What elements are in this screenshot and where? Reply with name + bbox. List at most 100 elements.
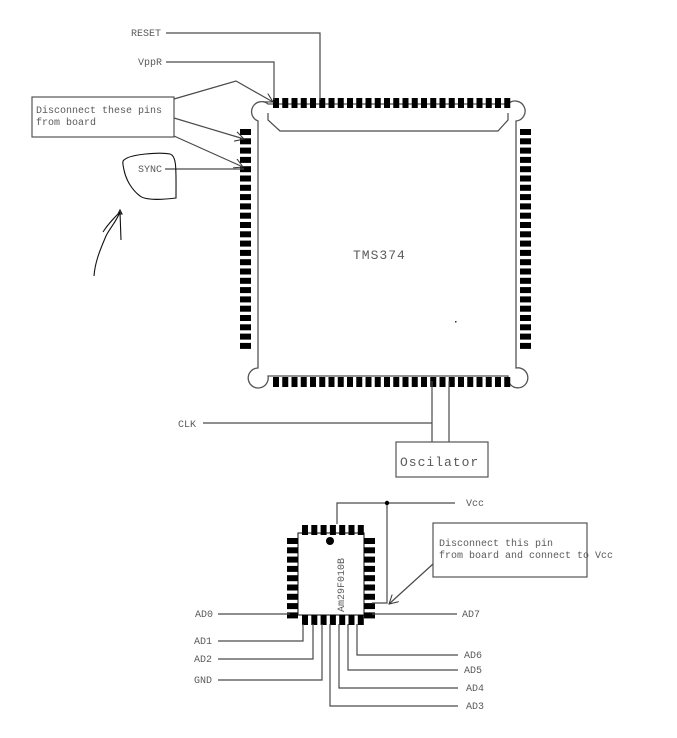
tms374-label: TMS374 [353, 248, 406, 263]
tms374-pin [520, 240, 531, 247]
tms374-pin [430, 377, 437, 387]
tms374-top-notch [267, 113, 509, 132]
tms374-pin [504, 98, 511, 108]
gnd-wire [218, 624, 323, 681]
tms374-pin [240, 287, 251, 294]
tms374-pin [240, 259, 251, 266]
tms374-pin [328, 377, 335, 387]
flash-pin [287, 575, 298, 582]
ad3-label: AD3 [466, 702, 484, 713]
tms374-pin [421, 98, 427, 108]
tms374-pin [240, 333, 251, 340]
tms374-pin [402, 98, 409, 108]
tms374-pin [520, 287, 531, 294]
tms374-pins-bottom [273, 377, 511, 387]
tms374-pin [458, 98, 464, 108]
ad0-label: AD0 [195, 610, 213, 621]
tms374-pin [520, 212, 531, 219]
flash-pin [364, 593, 375, 600]
tms374-pin [430, 98, 437, 108]
flash-pin [364, 547, 375, 554]
tms374-pin [448, 98, 455, 108]
flash-pin [357, 615, 364, 625]
tms374-pin [384, 98, 390, 108]
tms374-pin [520, 315, 531, 321]
tms374-pin [291, 377, 298, 387]
flash-pin [287, 603, 298, 610]
tms374-pin [240, 268, 251, 275]
tms374-pin [520, 249, 531, 256]
flash-pin [329, 525, 336, 535]
note-arrow-vppr [173, 80, 273, 103]
vcc-junction [384, 500, 390, 506]
flash-pin [339, 525, 346, 535]
tms374-pin [520, 296, 531, 303]
tms374-pin [240, 296, 251, 303]
tms374-pin [365, 98, 372, 108]
flash-label: Am29F010B [337, 558, 348, 612]
tms374-pin [495, 377, 501, 387]
ad4-wire [338, 624, 458, 689]
tms374-pin [240, 231, 251, 238]
note-line-1: Disconnect these pins [36, 105, 162, 117]
am29f010b-chip: Am29F010B [287, 525, 375, 625]
tms374-pin [520, 277, 531, 284]
note-line-2: from board [36, 117, 96, 129]
gnd-label: GND [194, 676, 212, 687]
tms374-pin [240, 222, 251, 228]
tms374-pin [393, 377, 400, 387]
ad2-label: AD2 [194, 655, 212, 666]
tms374-pin [240, 129, 251, 135]
tms374-pin [411, 377, 418, 387]
tms374-pin [411, 98, 418, 108]
tms374-pin [347, 98, 353, 108]
tms374-pin [467, 98, 474, 108]
tms374-pin [240, 342, 251, 349]
flash-pin [329, 615, 336, 625]
flash-pin [302, 615, 308, 625]
tms374-pin [337, 98, 344, 108]
ad1-wire [218, 624, 304, 642]
flash-pin [287, 547, 298, 554]
tms374-pin [282, 98, 289, 108]
ad1-label: AD1 [194, 637, 212, 648]
vcc-wire [336, 502, 455, 604]
pin1-dot [326, 537, 334, 545]
tms374-pins-left [240, 129, 251, 349]
tms374-pin [240, 212, 251, 219]
flash-pin [348, 615, 355, 625]
tms374-pin [240, 249, 251, 256]
tms374-pin [273, 98, 279, 108]
tms374-pin [495, 98, 501, 108]
tms374-pin [384, 377, 390, 387]
tms374-pin [520, 342, 531, 349]
tms374-pin [319, 98, 326, 108]
tms374-pin [282, 377, 289, 387]
flash-pin [287, 565, 298, 572]
tms374-pin [520, 156, 531, 163]
flash-pin [357, 525, 364, 535]
oscillator-box [395, 441, 489, 478]
tms374-pin [448, 377, 455, 387]
tms374-pin [467, 377, 474, 387]
flash-pin [364, 556, 375, 563]
flash-pin [364, 575, 375, 582]
stray-dot [455, 321, 457, 323]
tms374-pin [337, 377, 344, 387]
tms374-pin [300, 98, 307, 108]
tms374-chip: TMS374 [240, 98, 531, 389]
tms374-pin [520, 184, 531, 191]
tms374-pin [520, 203, 531, 210]
tms374-pin [421, 377, 427, 387]
tms374-pin [240, 147, 251, 154]
tms374-pin [356, 98, 363, 108]
tms374-pin [240, 324, 251, 331]
flash-pins-left [287, 538, 298, 619]
flash-pin [364, 538, 375, 544]
tms374-pins-top [273, 98, 511, 108]
flash-pin [339, 615, 346, 625]
hand-drawn-arrow-icon [93, 208, 123, 277]
flash-pins-right [364, 538, 375, 619]
tms374-pin [240, 240, 251, 247]
